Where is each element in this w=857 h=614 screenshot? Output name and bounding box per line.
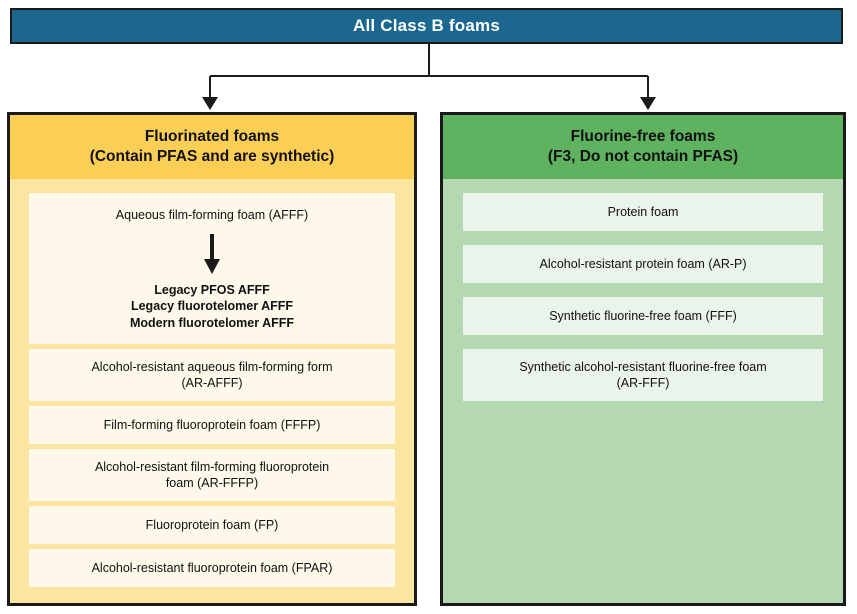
item-label: Synthetic fluorine-free foam (FFF)	[549, 308, 737, 323]
arrowhead-right-icon	[640, 97, 656, 110]
list-item[interactable]: Protein foam	[463, 193, 823, 231]
down-arrow-icon	[202, 233, 222, 274]
category-header-line2: (F3, Do not contain PFAS)	[547, 148, 739, 165]
item-label: Alcohol-resistant fluoroprotein foam (FP…	[91, 560, 333, 575]
item-label: Alcohol-resistant film-forming fluoropro…	[94, 459, 330, 474]
item-label-cont: (AR-AFFF)	[181, 376, 243, 390]
root-node-all-class-b-foams[interactable]: All Class B foams	[10, 8, 843, 44]
list-item[interactable]: Alcohol-resistant protein foam (AR-P)	[463, 245, 823, 283]
category-body-fluorinated: Aqueous film-forming foam (AFFF) Legacy …	[10, 179, 414, 587]
list-item[interactable]: Fluoroprotein foam (FP)	[29, 506, 395, 544]
afff-subtype-list: Legacy PFOS AFFF Legacy fluorotelomer AF…	[130, 282, 294, 332]
arrowhead-left-icon	[202, 97, 218, 110]
category-header-line2: (Contain PFAS and are synthetic)	[89, 148, 335, 165]
item-label-afff: Aqueous film-forming foam (AFFF)	[115, 208, 309, 222]
category-column-fluorinated[interactable]: Fluorinated foams (Contain PFAS and are …	[7, 112, 417, 606]
item-label: Synthetic alcohol-resistant fluorine-fre…	[519, 359, 767, 374]
category-header-line1: Fluorinated foams	[144, 128, 280, 146]
item-label: Film-forming fluoroprotein foam (FFFP)	[103, 417, 321, 432]
category-header-fluorinated: Fluorinated foams (Contain PFAS and are …	[10, 115, 414, 179]
afff-subtype-item: Legacy PFOS AFFF	[154, 282, 270, 297]
afff-subtype-item: Legacy fluorotelomer AFFF	[130, 299, 294, 314]
item-label: Protein foam	[607, 204, 679, 219]
item-label: Fluoroprotein foam (FP)	[145, 517, 279, 532]
list-item[interactable]: Aqueous film-forming foam (AFFF) Legacy …	[29, 193, 395, 344]
list-item[interactable]: Synthetic alcohol-resistant fluorine-fre…	[463, 349, 823, 401]
category-header-line1: Fluorine-free foams	[570, 128, 716, 146]
list-item[interactable]: Alcohol-resistant fluoroprotein foam (FP…	[29, 549, 395, 587]
category-body-fluorine-free: Protein foam Alcohol-resistant protein f…	[443, 179, 843, 401]
item-label: Alcohol-resistant aqueous film-forming f…	[91, 359, 333, 374]
list-item[interactable]: Film-forming fluoroprotein foam (FFFP)	[29, 406, 395, 444]
item-label-cont: (AR-FFF)	[616, 376, 670, 390]
afff-subtype-item: Modern fluorotelomer AFFF	[129, 315, 295, 330]
item-label-cont: foam (AR-FFFP)	[165, 476, 259, 490]
list-item[interactable]: Synthetic fluorine-free foam (FFF)	[463, 297, 823, 335]
root-node-label: All Class B foams	[352, 16, 500, 35]
category-header-fluorine-free: Fluorine-free foams (F3, Do not contain …	[443, 115, 843, 179]
list-item[interactable]: Alcohol-resistant aqueous film-forming f…	[29, 349, 395, 401]
list-item[interactable]: Alcohol-resistant film-forming fluoropro…	[29, 449, 395, 501]
category-column-fluorine-free[interactable]: Fluorine-free foams (F3, Do not contain …	[440, 112, 846, 606]
item-label: Alcohol-resistant protein foam (AR-P)	[539, 256, 747, 271]
